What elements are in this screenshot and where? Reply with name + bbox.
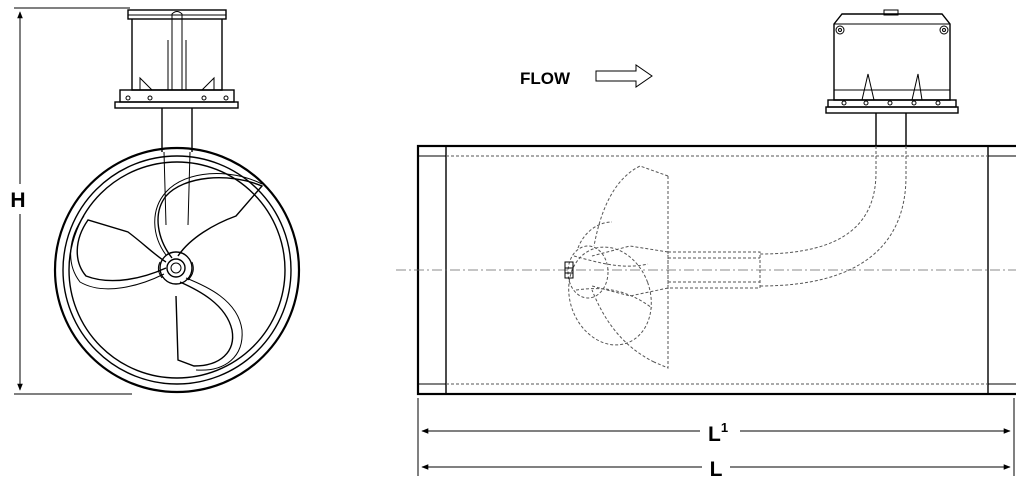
- hidden-propeller: [564, 165, 669, 369]
- front-propeller: [70, 173, 264, 371]
- flow-arrow-icon: [595, 64, 653, 88]
- front-motor-housing: [114, 9, 239, 109]
- front-tunnel: [53, 146, 301, 394]
- height-label: H: [10, 189, 25, 212]
- inner-length-label: L: [708, 423, 721, 446]
- hidden-drive-leg: [591, 146, 907, 297]
- total-length-dimension: L: [421, 455, 1011, 480]
- side-view: L1 L: [396, 9, 1016, 480]
- side-motor-housing: [825, 9, 959, 114]
- front-view: H: [6, 7, 301, 395]
- flow-label: FLOW: [520, 69, 571, 88]
- height-dimension: H: [6, 7, 132, 395]
- svg-text:L1: L1: [708, 420, 728, 446]
- total-length-label: L: [710, 458, 723, 480]
- side-shaft: [875, 113, 907, 146]
- inner-length-dimension: L1: [417, 398, 1015, 476]
- front-shaft: [161, 108, 193, 226]
- flow-indicator: FLOW: [520, 64, 653, 88]
- inner-length-superscript: 1: [721, 420, 728, 435]
